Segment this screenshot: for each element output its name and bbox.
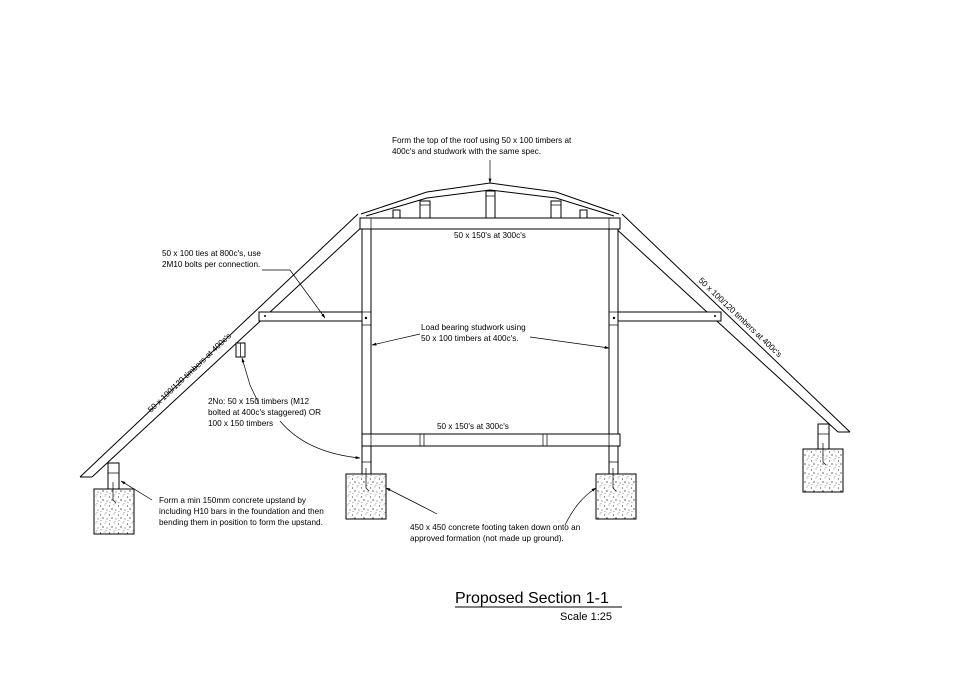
note-posts-line2: bolted at 400c's staggered) OR (208, 408, 321, 417)
top-joist (359, 217, 621, 230)
note-bottom-joists: 50 x 150's at 300c's (437, 422, 509, 431)
drawing-scale: Scale 1:25 (560, 611, 612, 623)
right-rafter (611, 213, 851, 433)
note-roof-top-line1: Form the top of the roof using 50 x 100 … (392, 136, 572, 145)
ties (258, 311, 722, 322)
note-roof-top-line2: 400c's and studwork with the same spec. (392, 147, 541, 156)
left-rafter (79, 213, 365, 478)
note-studwork-line2: 50 x 100 timbers at 400c's. (421, 334, 519, 343)
note-posts-line1: 2No: 50 x 150 timbers (M12 (208, 397, 309, 406)
note-posts-line3: 100 x 150 timbers (208, 419, 273, 428)
note-ties-line1: 50 x 100 ties at 800c's, use (162, 249, 261, 258)
bottom-joist (361, 433, 621, 447)
drawing-title: Proposed Section 1-1 (455, 590, 609, 607)
leader-lines (120, 269, 610, 526)
note-ties-line2: 2M10 bolts per connection. (162, 260, 260, 269)
note-upstand-line1: Form a min 150mm concrete upstand by (159, 496, 307, 505)
note-upstand-line2: including H10 bars in the foundation and… (159, 507, 324, 516)
footings (93, 443, 844, 535)
note-upstand-line3: bending them in position to form the ups… (159, 518, 323, 527)
note-studwork-line1: Load bearing studwork using (421, 323, 526, 332)
note-footing-line1: 450 x 450 concrete footing taken down on… (410, 523, 581, 532)
roof-top (360, 160, 620, 219)
note-top-joists: 50 x 150's at 300c's (454, 231, 526, 240)
note-footing-line2: approved formation (not made up ground). (410, 534, 564, 543)
